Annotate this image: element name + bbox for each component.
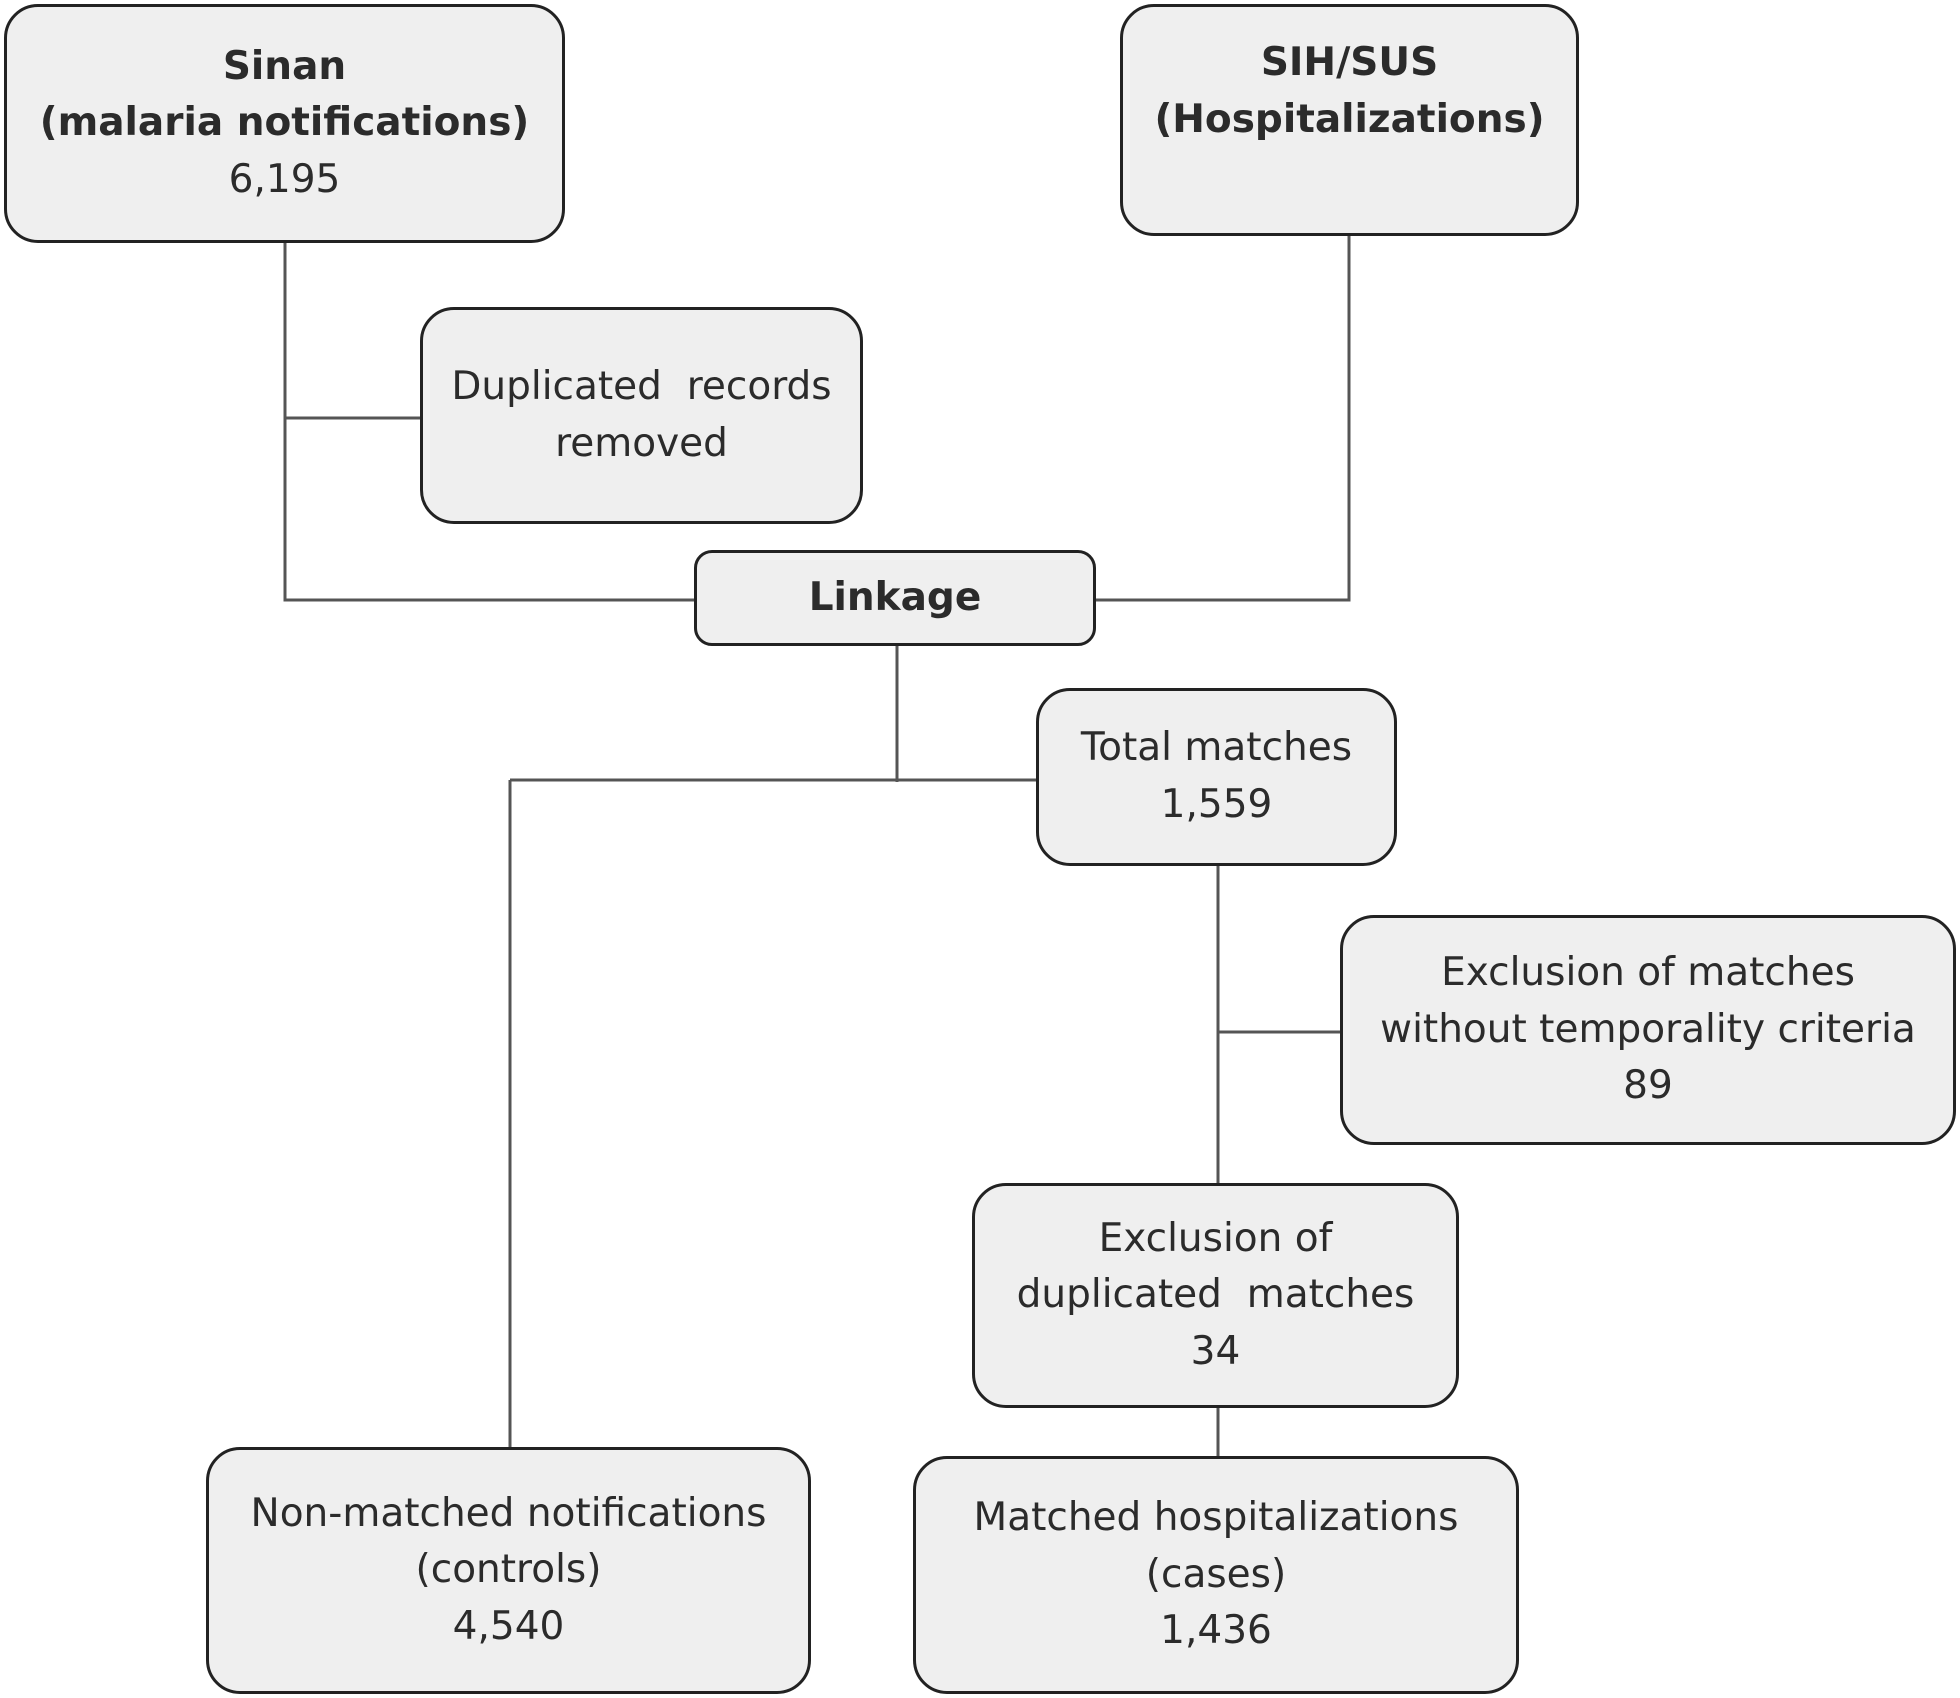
total-matches-count: 1,559 — [1160, 782, 1273, 827]
non-matched-line1: Non-matched notifications — [250, 1490, 767, 1536]
non-matched-box: Non-matched notifications (controls) 4,5… — [206, 1447, 811, 1694]
matched-line2: (cases) — [1145, 1551, 1287, 1597]
matched-box: Matched hospitalizations (cases) 1,436 — [913, 1456, 1519, 1694]
exclusion-temporality-line2: without temporality criteria — [1380, 1006, 1916, 1052]
exclusion-temporality-count: 89 — [1623, 1063, 1673, 1109]
total-matches-box: Total matches 1,559 — [1036, 688, 1397, 866]
sinan-count: 6,195 — [228, 156, 341, 202]
exclusion-duplicated-count: 34 — [1190, 1328, 1241, 1374]
exclusion-duplicated-line1: Exclusion of — [1098, 1215, 1333, 1261]
linkage-box: Linkage — [694, 550, 1096, 646]
matched-line1: Matched hospitalizations — [973, 1495, 1459, 1541]
duplicated-records-line1: Duplicated records — [451, 363, 832, 409]
non-matched-count: 4,540 — [452, 1603, 565, 1649]
exclusion-temporality-box: Exclusion of matches without temporality… — [1340, 915, 1956, 1145]
duplicated-records-line2: removed — [555, 420, 728, 466]
exclusion-duplicated-line2: duplicated matches — [1016, 1272, 1415, 1318]
linkage-label: Linkage — [808, 574, 982, 620]
sinan-title: Sinan — [222, 43, 347, 89]
sih-subtitle: (Hospitalizations) — [1154, 96, 1545, 142]
sih-sus-box: SIH/SUS (Hospitalizations) — [1120, 4, 1579, 236]
sih-title: SIH/SUS — [1260, 40, 1439, 85]
exclusion-temporality-line1: Exclusion of matches — [1441, 950, 1855, 996]
connector-sinan-linkage — [283, 243, 694, 602]
duplicated-records-box: Duplicated records removed — [420, 307, 863, 524]
exclusion-duplicated-box: Exclusion of duplicated matches 34 — [972, 1183, 1459, 1408]
total-matches-label: Total matches — [1080, 725, 1353, 771]
matched-count: 1,436 — [1160, 1608, 1272, 1654]
sinan-subtitle: (malaria notifications) — [39, 100, 530, 146]
sinan-box: Sinan (malaria notifications) 6,195 — [4, 4, 565, 243]
non-matched-line2: (controls) — [415, 1547, 602, 1593]
connector-sih-linkage — [1096, 236, 1351, 602]
